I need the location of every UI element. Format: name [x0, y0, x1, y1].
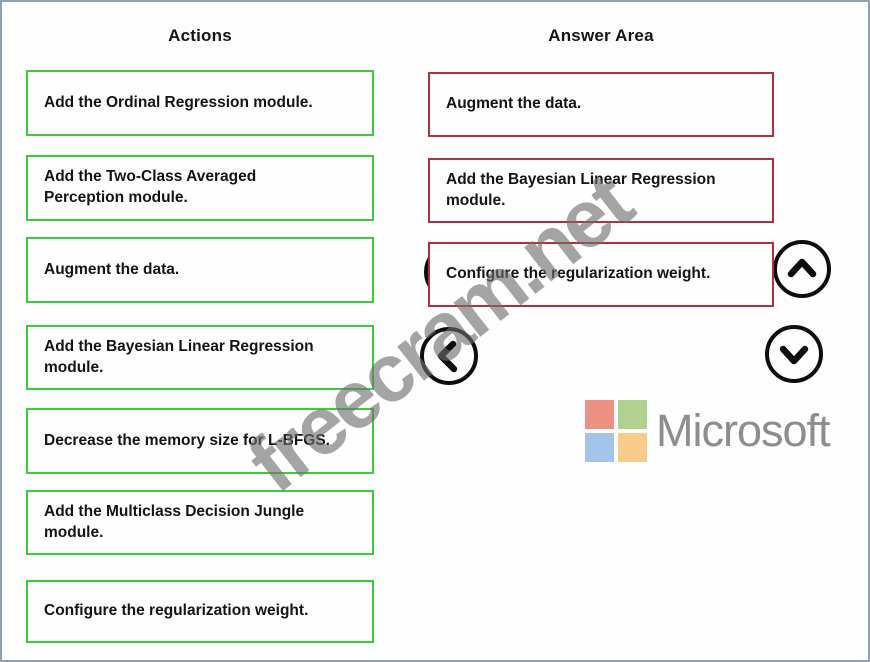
chevron-left-icon	[437, 340, 458, 373]
action-item-label: Add the Multiclass Decision Jungle modul…	[44, 502, 305, 541]
answer-slot-label: Add the Bayesian Linear Regression modul…	[446, 170, 716, 209]
actions-column-header: Actions	[168, 26, 232, 45]
answer-slot-label: Configure the regularization weight.	[446, 265, 711, 283]
action-item[interactable]: Add the Two-Class Averaged Perception mo…	[26, 155, 374, 221]
action-item-label: Decrease the memory size for L-BFGS.	[44, 431, 330, 449]
action-item[interactable]: Decrease the memory size for L-BFGS.	[26, 408, 374, 474]
answer-slot[interactable]: Augment the data.	[428, 72, 774, 137]
answer-slot-label: Augment the data.	[446, 95, 582, 113]
microsoft-logo: Microsoft	[585, 400, 831, 462]
move-up-button[interactable]	[773, 240, 831, 298]
microsoft-logo-icon	[585, 400, 647, 462]
move-left-button[interactable]	[420, 327, 478, 385]
logo-square-orange	[618, 433, 647, 462]
action-item[interactable]: Add the Ordinal Regression module.	[26, 70, 374, 136]
action-item[interactable]: Add the Bayesian Linear Regression modul…	[26, 325, 374, 390]
answer-area-header: Answer Area	[548, 26, 654, 45]
action-item-label: Add the Ordinal Regression module.	[44, 93, 313, 111]
answer-slot[interactable]: Configure the regularization weight.	[428, 242, 774, 307]
action-item[interactable]: Augment the data.	[26, 237, 374, 303]
action-item-label: Add the Bayesian Linear Regression modul…	[44, 337, 314, 376]
chevron-up-icon	[787, 258, 817, 278]
action-item[interactable]: Add the Multiclass Decision Jungle modul…	[26, 490, 374, 555]
move-down-button[interactable]	[765, 325, 823, 383]
microsoft-wordmark: Microsoft	[656, 405, 831, 456]
logo-square-blue	[585, 433, 614, 462]
logo-square-green	[618, 400, 647, 429]
action-item-label: Augment the data.	[44, 260, 180, 278]
action-item-label: Add the Two-Class Averaged Perception mo…	[44, 168, 257, 206]
action-item-label: Configure the regularization weight.	[44, 602, 309, 620]
action-item[interactable]: Configure the regularization weight.	[26, 580, 374, 643]
answer-slot[interactable]: Add the Bayesian Linear Regression modul…	[428, 158, 774, 223]
logo-square-red	[585, 400, 614, 429]
chevron-down-icon	[779, 345, 809, 365]
